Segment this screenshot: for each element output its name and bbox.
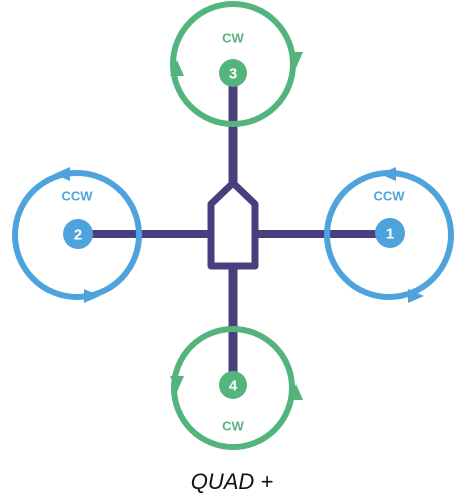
motor-2-arrow-bottom [84,289,100,303]
motor-4-arrow-left [170,376,184,392]
motor-1-number: 1 [386,226,394,243]
motor-3-group: CW 3 [170,1,303,127]
motor-2-rotation-ring [12,170,142,300]
motor-1-direction-label: CCW [373,188,405,203]
motor-2-number: 2 [74,227,82,244]
motor-4-arrow-right [289,384,303,400]
motor-2-arrow-top [54,167,70,181]
motor-3-rotation-ring [170,1,296,127]
motor-4-rotation-ring [171,326,295,450]
motor-1-hub [375,218,405,248]
motor-1-group: CCW 1 [324,167,454,303]
motor-3-arrow-left [170,60,184,76]
motor-2-direction-label: CCW [61,188,93,203]
motor-4-group: 4 CW [170,326,303,450]
motor-4-direction-label: CW [222,418,244,433]
motor-4-hub [219,371,247,399]
motor-3-arrow-right [289,52,303,68]
motor-3-number: 3 [229,66,237,83]
flight-controller-body [207,179,259,270]
motor-3-direction-label: CW [222,30,244,45]
motor-2-group: CCW 2 [12,167,142,303]
diagram-title: QUAD + [191,469,274,494]
motor-4-number: 4 [229,378,238,395]
motor-3-hub [219,59,247,87]
motor-1-arrow-bottom [408,289,424,303]
motor-1-arrow-top [380,167,396,181]
motor-2-hub [63,219,93,249]
